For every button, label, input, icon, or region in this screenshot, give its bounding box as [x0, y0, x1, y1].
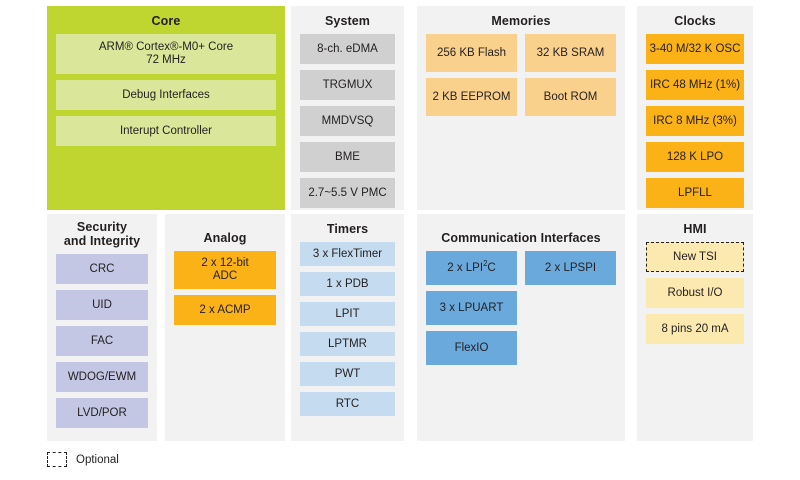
- panel-core-blocks: ARM® Cortex®-M0+ Core 72 MHz Debug Inter…: [47, 34, 285, 155]
- block-lvd-por[interactable]: LVD/POR: [56, 398, 148, 428]
- panel-memories-blocks: 256 KB Flash 32 KB SRAM 2 KB EEPROM Boot…: [417, 34, 625, 125]
- block-debug-interfaces[interactable]: Debug Interfaces: [56, 80, 276, 110]
- block-crc[interactable]: CRC: [56, 254, 148, 284]
- block-label: 2 x 12-bit ADC: [201, 257, 249, 282]
- block-trgmux[interactable]: TRGMUX: [300, 70, 395, 100]
- block-mmdvsq[interactable]: MMDVSQ: [300, 106, 395, 136]
- block-lpuart[interactable]: 3 x LPUART: [426, 291, 517, 325]
- panel-core: Core ARM® Cortex®-M0+ Core 72 MHz Debug …: [47, 6, 285, 210]
- panel-memories-title: Memories: [491, 14, 551, 28]
- block-adc[interactable]: 2 x 12-bit ADC: [174, 251, 276, 289]
- block-lpspi[interactable]: 2 x LPSPI: [525, 251, 616, 285]
- block-edma[interactable]: 8-ch. eDMA: [300, 34, 395, 64]
- block-8-pins-20ma[interactable]: 8 pins 20 mA: [646, 314, 744, 344]
- panel-communication-interfaces: Communication Interfaces 2 x LPI2C 2 x L…: [417, 214, 625, 441]
- panel-security: Security and Integrity CRC UID FAC WDOG/…: [47, 214, 157, 441]
- block-wdog-ewm[interactable]: WDOG/EWM: [56, 362, 148, 392]
- block-flash[interactable]: 256 KB Flash: [426, 34, 517, 72]
- block-irc-48mhz[interactable]: IRC 48 MHz (1%): [646, 70, 744, 100]
- block-irc-8mhz[interactable]: IRC 8 MHz (3%): [646, 106, 744, 136]
- panel-security-title: Security and Integrity: [63, 220, 141, 248]
- block-sram[interactable]: 32 KB SRAM: [525, 34, 616, 72]
- block-pdb[interactable]: 1 x PDB: [300, 272, 395, 296]
- panel-hmi: HMI New TSI Robust I/O 8 pins 20 mA: [637, 214, 753, 441]
- block-lpit[interactable]: LPIT: [300, 302, 395, 326]
- legend-optional-label: Optional: [76, 453, 119, 466]
- block-interupt-controller[interactable]: Interupt Controller: [56, 116, 276, 146]
- legend-optional-swatch-icon: [47, 452, 67, 467]
- block-acmp[interactable]: 2 x ACMP: [174, 295, 276, 325]
- panel-system-title: System: [324, 14, 371, 28]
- panel-system: System 8-ch. eDMA TRGMUX MMDVSQ BME 2.7~…: [291, 6, 404, 210]
- panel-communication-blocks: 2 x LPI2C 2 x LPSPI 3 x LPUART FlexIO: [417, 251, 625, 374]
- block-label: 2 x LPI2C: [447, 258, 496, 274]
- block-eeprom[interactable]: 2 KB EEPROM: [426, 78, 517, 116]
- panel-communication-title: Communication Interfaces: [441, 231, 601, 245]
- block-flexio[interactable]: FlexIO: [426, 331, 517, 365]
- block-rtc[interactable]: RTC: [300, 392, 395, 416]
- panel-security-blocks: CRC UID FAC WDOG/EWM LVD/POR: [47, 254, 157, 437]
- panel-core-title: Core: [151, 14, 181, 28]
- panel-analog-blocks: 2 x 12-bit ADC 2 x ACMP: [165, 251, 285, 334]
- block-flextimer[interactable]: 3 x FlexTimer: [300, 242, 395, 266]
- comm-grid-spacer: [525, 291, 616, 325]
- panel-clocks-blocks: 3-40 M/32 K OSC IRC 48 MHz (1%) IRC 8 MH…: [637, 34, 753, 217]
- block-label: ARM® Cortex®-M0+ Core 72 MHz: [98, 41, 234, 66]
- block-lpfll[interactable]: LPFLL: [646, 178, 744, 208]
- block-boot-rom[interactable]: Boot ROM: [525, 78, 616, 116]
- panel-clocks-title: Clocks: [674, 14, 716, 28]
- panel-timers-blocks: 3 x FlexTimer 1 x PDB LPIT LPTMR PWT RTC: [291, 242, 404, 425]
- block-lpi2c[interactable]: 2 x LPI2C: [426, 251, 517, 285]
- panel-system-blocks: 8-ch. eDMA TRGMUX MMDVSQ BME 2.7~5.5 V P…: [291, 34, 404, 217]
- block-osc[interactable]: 3-40 M/32 K OSC: [646, 34, 744, 64]
- panel-analog-title: Analog: [203, 231, 247, 245]
- panel-hmi-blocks: New TSI Robust I/O 8 pins 20 mA: [637, 242, 753, 353]
- block-new-tsi[interactable]: New TSI: [646, 242, 744, 272]
- block-pwt[interactable]: PWT: [300, 362, 395, 386]
- panel-memories: Memories 256 KB Flash 32 KB SRAM 2 KB EE…: [417, 6, 625, 210]
- block-bme[interactable]: BME: [300, 142, 395, 172]
- block-robust-io[interactable]: Robust I/O: [646, 278, 744, 308]
- panel-hmi-title: HMI: [683, 222, 707, 236]
- block-lpo[interactable]: 128 K LPO: [646, 142, 744, 172]
- panel-analog: Analog 2 x 12-bit ADC 2 x ACMP: [165, 214, 285, 441]
- block-arm-cortex-m0-core[interactable]: ARM® Cortex®-M0+ Core 72 MHz: [56, 34, 276, 74]
- block-lptmr[interactable]: LPTMR: [300, 332, 395, 356]
- block-pmc[interactable]: 2.7~5.5 V PMC: [300, 178, 395, 208]
- panel-timers-title: Timers: [326, 222, 369, 236]
- panel-clocks: Clocks 3-40 M/32 K OSC IRC 48 MHz (1%) I…: [637, 6, 753, 210]
- legend: Optional: [47, 452, 119, 467]
- block-uid[interactable]: UID: [56, 290, 148, 320]
- block-fac[interactable]: FAC: [56, 326, 148, 356]
- panel-timers: Timers 3 x FlexTimer 1 x PDB LPIT LPTMR …: [291, 214, 404, 441]
